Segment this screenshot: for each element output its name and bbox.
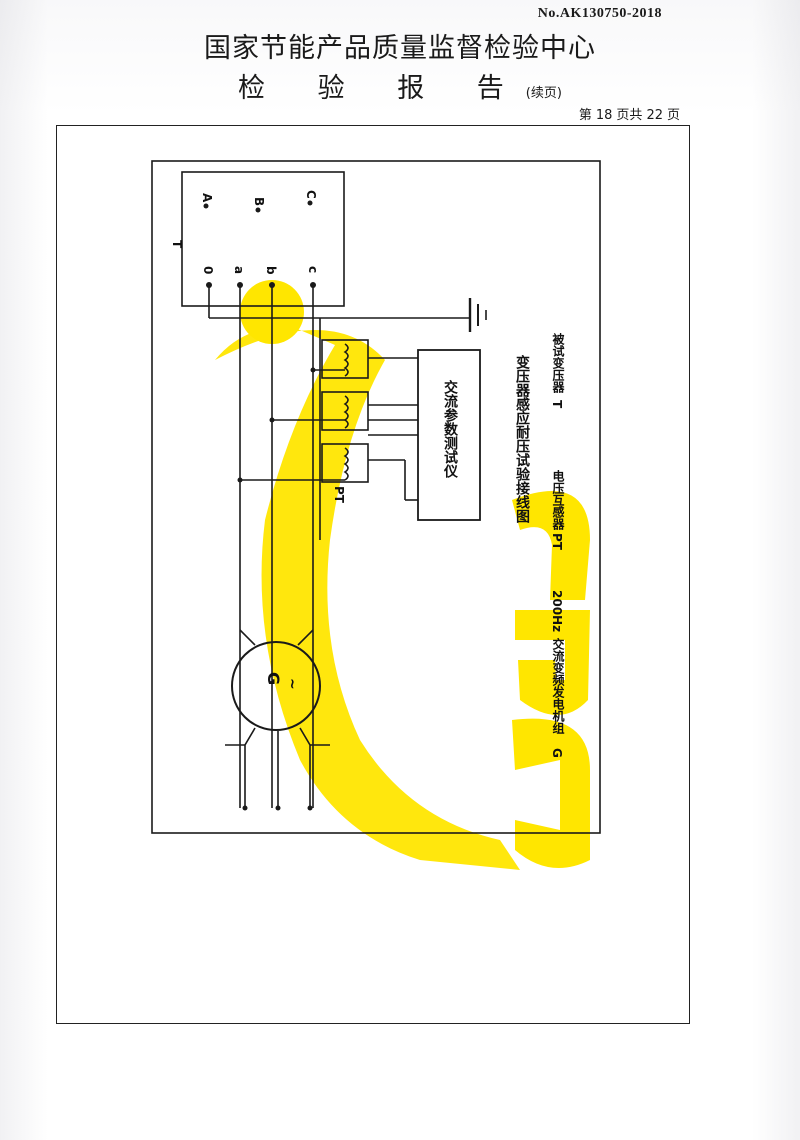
watermark-letter-1: [512, 491, 590, 600]
dot-C: [307, 200, 313, 206]
dot-0: [206, 282, 212, 288]
terminal-dots: [203, 200, 316, 811]
pt-winding-1: [343, 343, 349, 377]
legend-PT-symbol: PT: [550, 533, 564, 550]
out-dot-2: [275, 805, 281, 811]
legend-PT-text: 电压互感器: [551, 470, 565, 530]
watermark-letter-2: [515, 610, 590, 715]
report-number: No.AK130750-2018: [537, 6, 662, 21]
page-current: 18: [595, 108, 613, 123]
legend-frequency: 200Hz: [550, 590, 564, 633]
dot-c: [310, 282, 316, 288]
dot-a: [237, 282, 243, 288]
out-dot-3: [307, 805, 313, 811]
legend-G-text: 交流变频发电机组: [551, 638, 565, 734]
report-title-row: 检 验 报 告(续页): [0, 66, 800, 105]
generator-circle: [231, 641, 321, 731]
legend-T-symbol: T: [550, 400, 564, 409]
instrument-box: [417, 349, 481, 521]
page-suffix: 页: [666, 108, 680, 123]
transformer-box: [181, 171, 345, 307]
inner-frame: [151, 160, 601, 834]
continued-label: (续页): [525, 86, 562, 101]
junction-b: [269, 417, 275, 423]
page-middle: 页共: [616, 108, 643, 123]
generator-tilde: ~: [284, 678, 300, 690]
legend-T-text: 被试变压器: [551, 333, 565, 393]
pt-winding-3: [343, 447, 349, 481]
terminal-b-label: b: [264, 266, 278, 275]
watermark-letter-3: [512, 718, 590, 868]
pt-coils: [321, 339, 369, 483]
junction-c: [310, 367, 316, 373]
organization-name: 国家节能产品质量监督检验中心: [204, 33, 596, 64]
pt-winding-2: [343, 395, 349, 429]
terminal-A-label: A: [200, 193, 214, 203]
out-dot-1: [242, 805, 248, 811]
watermark-swoosh: [215, 328, 520, 870]
pt-coil-2: [321, 391, 369, 431]
terminal-0-label: 0: [201, 266, 215, 275]
terminal-C-label: C: [304, 190, 318, 199]
page-total: 22: [646, 108, 663, 123]
report-title: 检 验 报 告: [238, 73, 526, 104]
gen-lead-a: [239, 629, 256, 646]
junction-a: [237, 477, 243, 483]
dot-A: [203, 203, 209, 209]
diagram-caption: 变压器感应耐压试验接线图: [514, 355, 530, 523]
page-prefix: 第: [578, 108, 592, 123]
legend-G-symbol: G: [550, 748, 564, 758]
terminal-B-label: B: [252, 197, 266, 207]
dot-B: [255, 207, 261, 213]
terminal-a-label: a: [232, 266, 246, 275]
pt-coil-1: [321, 339, 369, 379]
outer-frame: [56, 125, 690, 1024]
gen-out-1: [244, 727, 256, 808]
pt-label: PT: [332, 486, 346, 503]
generator-symbol: G: [264, 672, 283, 686]
watermark-logo: [215, 280, 590, 870]
pt-coil-3: [321, 443, 369, 483]
instrument-label: 交流参数测试仪: [442, 380, 458, 478]
gen-lead-c: [297, 629, 314, 646]
dot-b: [269, 282, 275, 288]
terminal-c-label: c: [306, 266, 320, 274]
transformer-label: T: [170, 240, 184, 249]
